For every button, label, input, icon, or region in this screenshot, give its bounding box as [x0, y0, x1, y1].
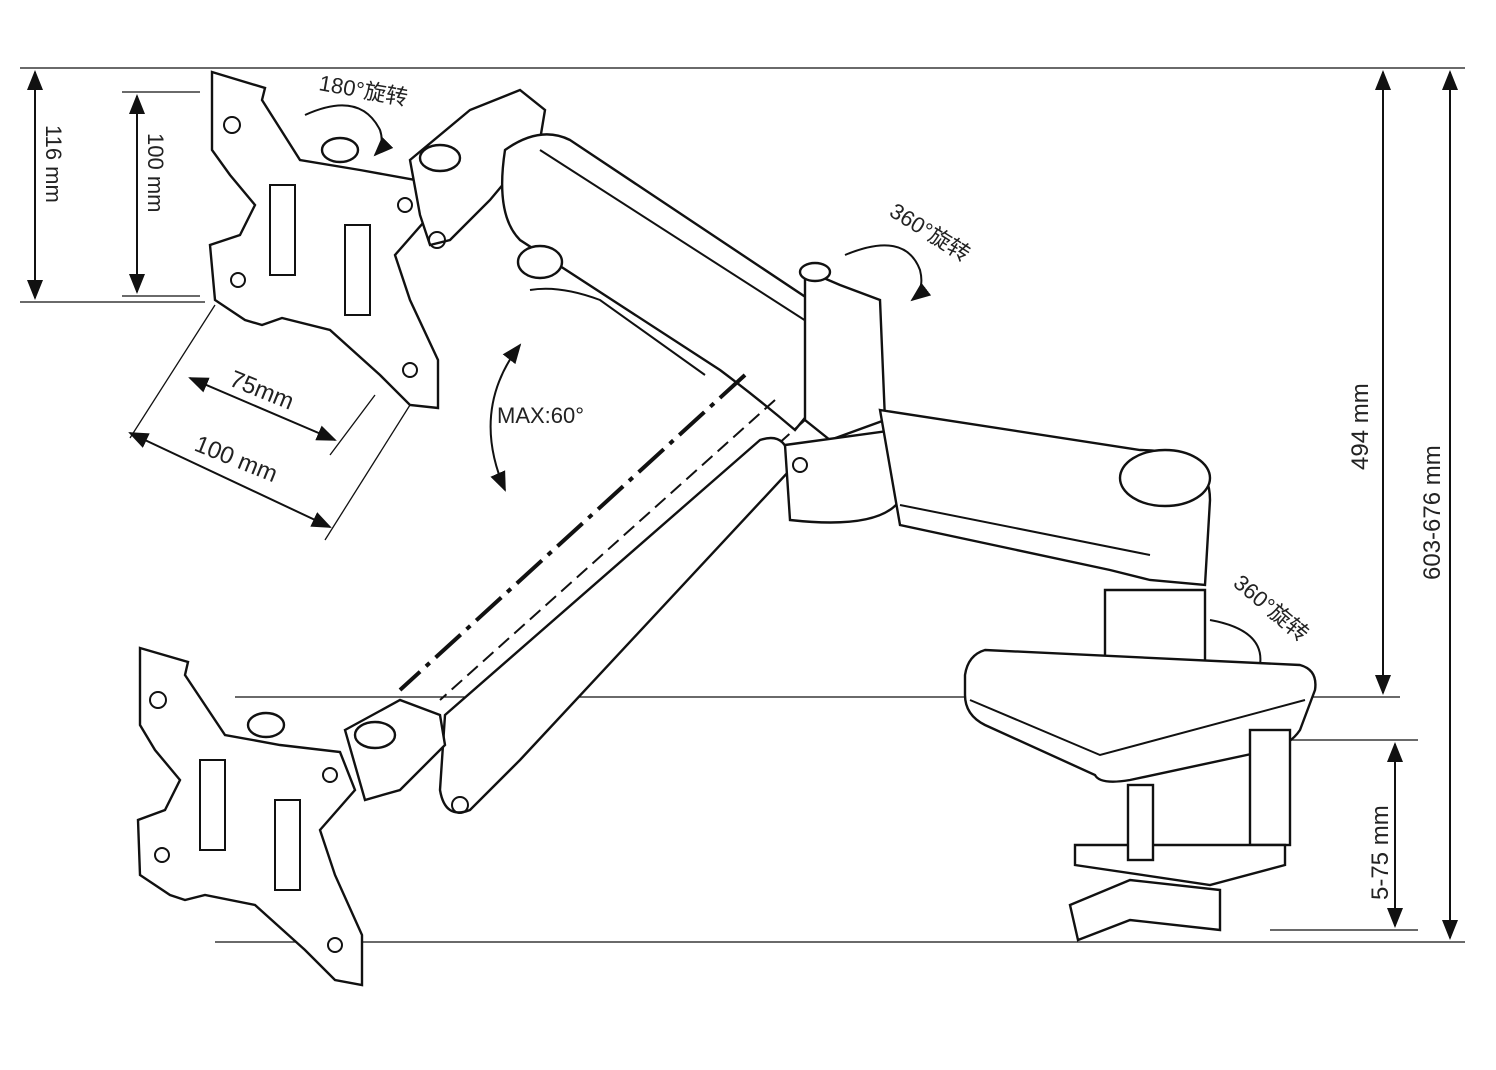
label-height-outer: 116 mm	[41, 125, 66, 203]
label-rotation-top: 180°旋转	[317, 70, 409, 110]
label-height-inner: 100 mm	[143, 133, 168, 212]
tilt-head-upper	[408, 88, 547, 249]
label-total-height: 603-676 mm	[1419, 445, 1446, 580]
desk-clamp-base	[963, 588, 1317, 942]
dimension-arrows	[27, 70, 1458, 940]
label-tilt: MAX:60°	[497, 403, 584, 428]
vesa-plate-upper	[208, 70, 440, 410]
label-clamp-range: 5-75 mm	[1367, 805, 1394, 900]
lower-arm-lowered	[398, 373, 806, 814]
label-rotation-mid: 360°旋转	[885, 198, 974, 267]
second-arm	[878, 408, 1212, 587]
label-rotation-base: 360°旋转	[1229, 570, 1314, 647]
vesa-plate-lower	[136, 646, 447, 987]
label-vesa-large: 100 mm	[191, 431, 282, 489]
label-arm-height: 494 mm	[1347, 383, 1374, 470]
elbow-joint	[783, 261, 902, 524]
upper-arm-raised	[500, 133, 849, 432]
